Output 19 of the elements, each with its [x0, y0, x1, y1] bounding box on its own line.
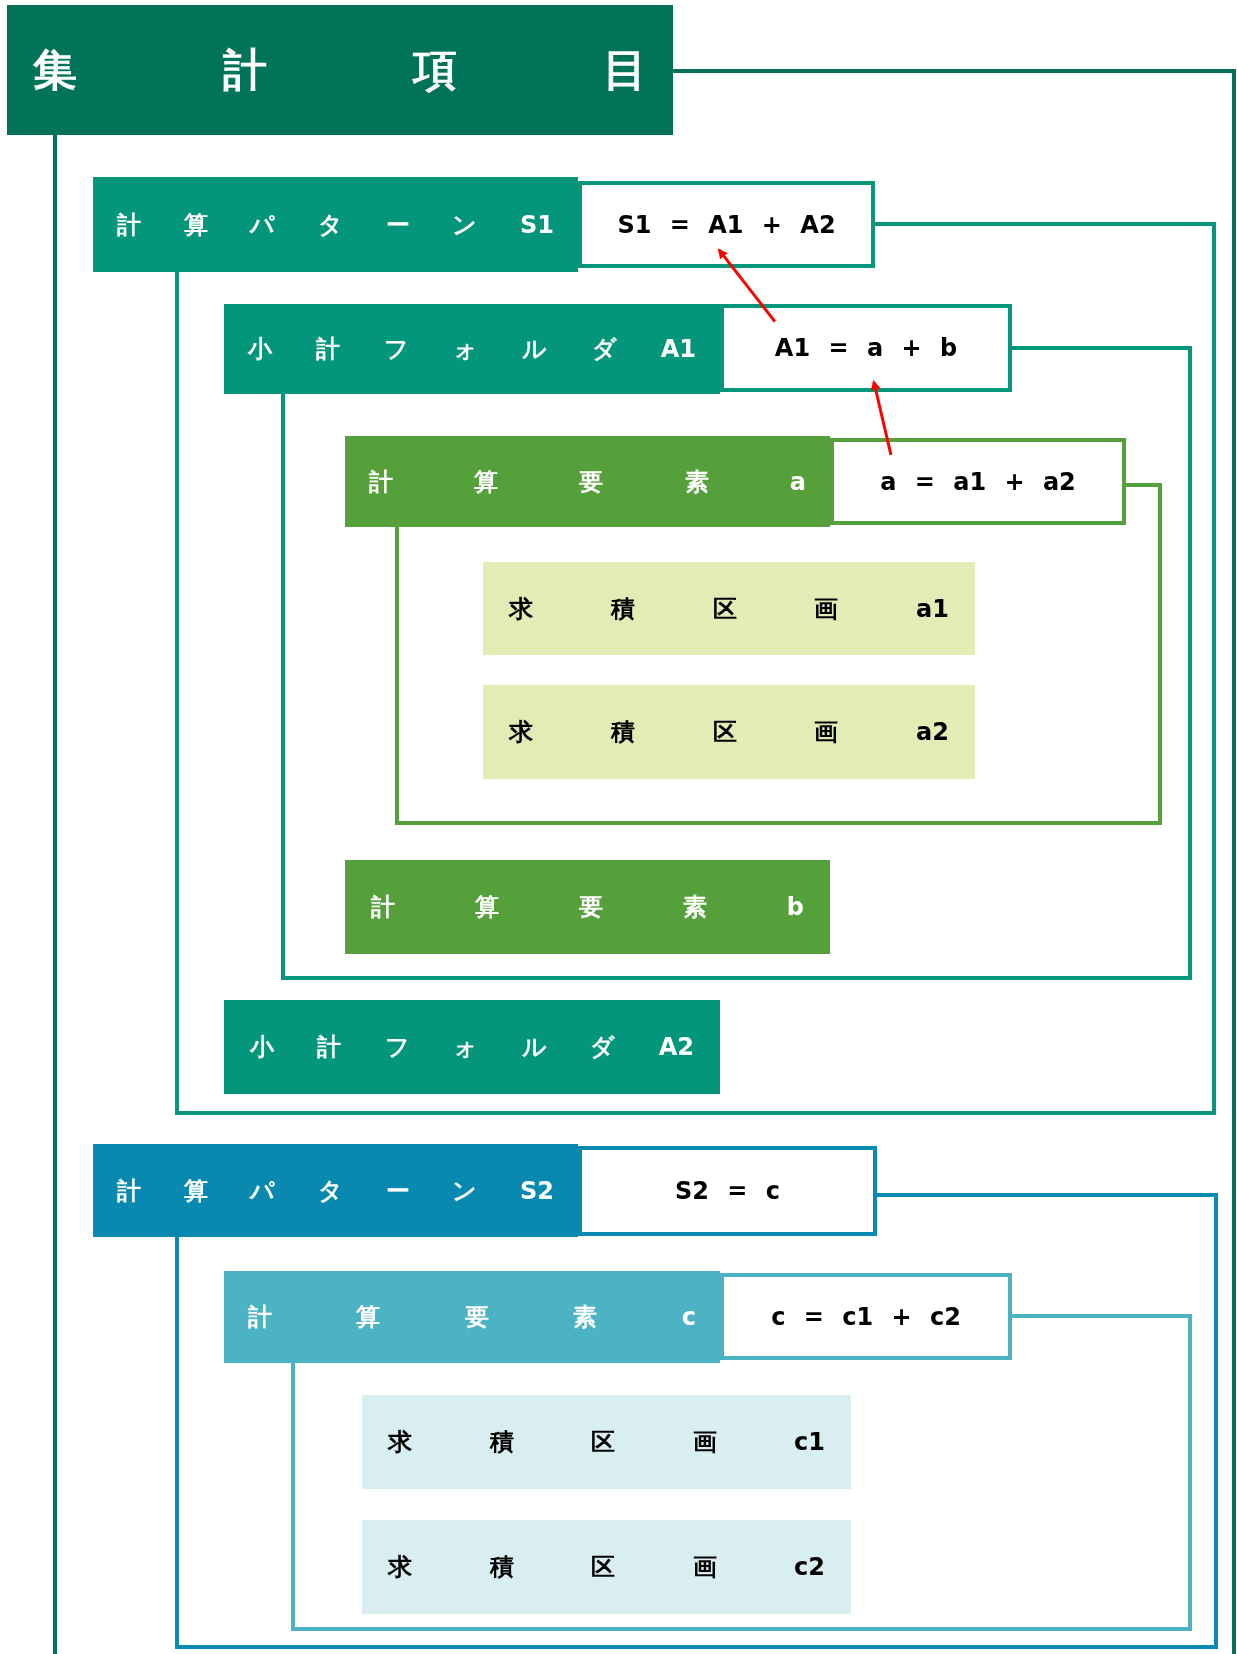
- item-bar: 求積区画c1: [362, 1395, 851, 1489]
- item-bar: 求積区画c2: [362, 1520, 851, 1614]
- item-bar: 小計フォルダA2: [224, 1000, 720, 1094]
- formula-box: S1 = A1 + A2: [578, 181, 875, 268]
- heading-bar: 計算要素c: [224, 1271, 720, 1363]
- formula-box: S2 = c: [578, 1146, 877, 1236]
- item-bar: 求積区画a1: [483, 562, 975, 655]
- formula-box: c = c1 + c2: [720, 1273, 1012, 1360]
- formula-box: a = a1 + a2: [830, 438, 1126, 525]
- item-bar: 計算要素b: [345, 860, 830, 954]
- arrow: [870, 380, 893, 456]
- heading-bar: 計算パターンS1: [93, 177, 578, 272]
- arrow: [717, 248, 777, 323]
- heading-bar: 計算パターンS2: [93, 1144, 578, 1237]
- heading-bar: 集計項目: [7, 5, 673, 135]
- heading-bar: 小計フォルダA1: [224, 304, 720, 394]
- item-bar: 求積区画a2: [483, 685, 975, 779]
- heading-bar: 計算要素a: [345, 436, 830, 527]
- formula-box: A1 = a + b: [720, 304, 1012, 392]
